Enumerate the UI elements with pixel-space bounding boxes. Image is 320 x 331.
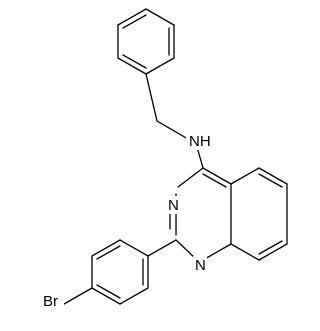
bromophenyl-ring xyxy=(63,239,177,305)
methylene-linker xyxy=(145,73,189,140)
molecule-drawing: NH N N Br xyxy=(42,8,288,310)
amine-nh-label: NH xyxy=(189,133,211,150)
ring-n1-label: N xyxy=(195,257,206,274)
atom-labels: NH N N Br xyxy=(42,130,212,310)
ring-n3-label: N xyxy=(168,197,179,214)
bromine-label: Br xyxy=(43,293,58,310)
quinazoline-core xyxy=(169,146,288,261)
benzyl-ring xyxy=(117,8,175,75)
structure-canvas: NH N N Br xyxy=(42,8,288,310)
